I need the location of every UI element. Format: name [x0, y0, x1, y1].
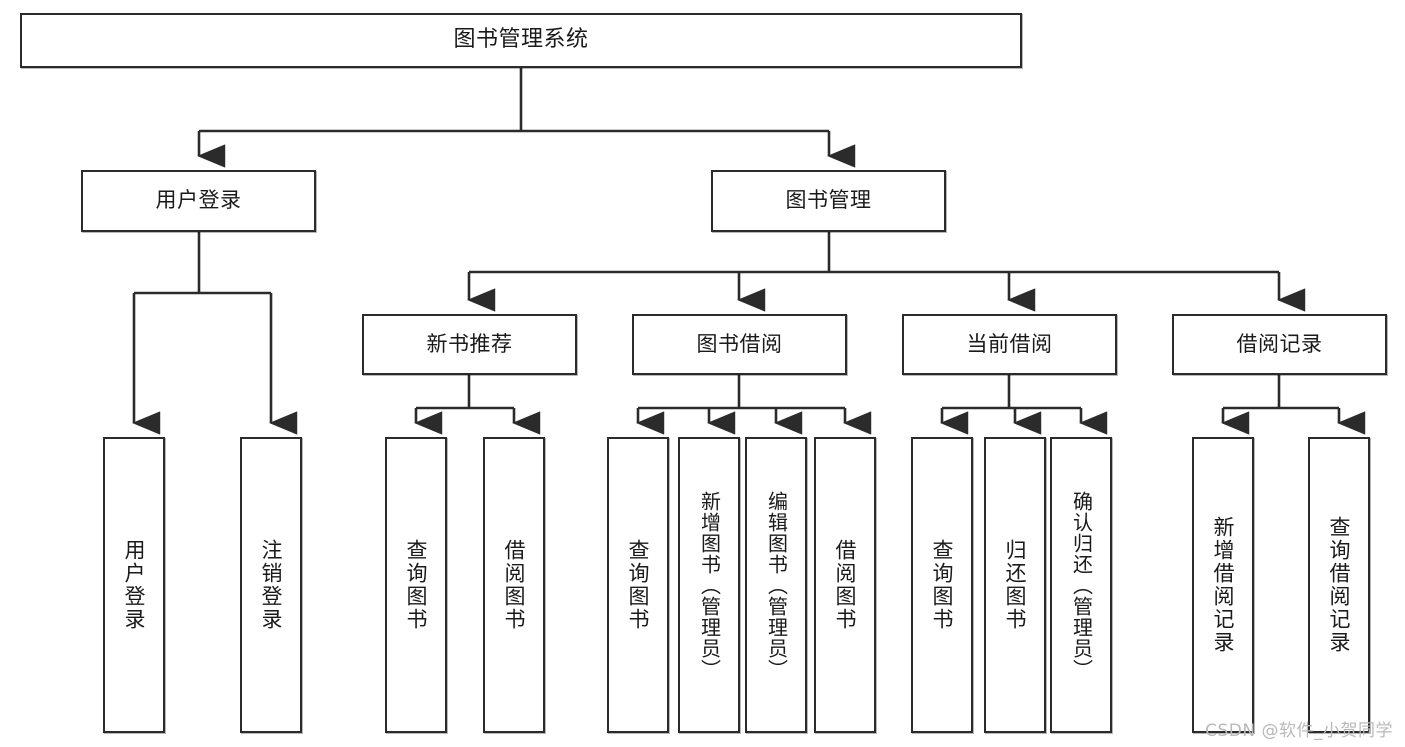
node-label: 借阅记录 — [1236, 331, 1323, 356]
node-level1-book-management[interactable]: 图书管理 — [711, 170, 946, 232]
node-label: 用户登录 — [122, 539, 147, 631]
node-label: 归还图书 — [1003, 539, 1028, 631]
leaf-node[interactable]: 用户登录 — [103, 437, 165, 733]
node-label: 查询图书 — [626, 539, 651, 631]
leaf-node[interactable]: 注销登录 — [240, 437, 302, 733]
node-label: 编辑图书（管理员） — [764, 490, 789, 680]
leaf-node[interactable]: 借阅图书 — [814, 437, 876, 733]
node-label: 借阅图书 — [833, 539, 858, 631]
leaf-node[interactable]: 查询图书 — [385, 437, 447, 733]
leaf-node[interactable]: 查询借阅记录 — [1308, 437, 1370, 733]
node-label: 查询图书 — [930, 539, 955, 631]
node-level2-borrow-record[interactable]: 借阅记录 — [1172, 314, 1387, 375]
node-label: 用户登录 — [155, 188, 242, 213]
node-level2-book-borrow[interactable]: 图书借阅 — [632, 314, 847, 375]
node-label: 查询借阅记录 — [1327, 516, 1352, 654]
csdn-watermark: CSDN @软件_小贺同学 — [1205, 721, 1393, 741]
node-label: 图书借阅 — [696, 331, 783, 356]
node-root[interactable]: 图书管理系统 — [20, 13, 1022, 68]
node-label: 借阅图书 — [502, 539, 527, 631]
leaf-node[interactable]: 新增图书（管理员） — [678, 437, 740, 733]
leaf-node[interactable]: 查询图书 — [911, 437, 973, 733]
leaf-node[interactable]: 借阅图书 — [483, 437, 545, 733]
node-level2-current-borrow[interactable]: 当前借阅 — [902, 314, 1117, 375]
node-label: 查询图书 — [404, 539, 429, 631]
leaf-node[interactable]: 查询图书 — [607, 437, 669, 733]
node-label: 当前借阅 — [966, 331, 1053, 356]
node-level2-new-book-recommend[interactable]: 新书推荐 — [362, 314, 577, 375]
node-label: 新书推荐 — [426, 331, 513, 356]
leaf-node[interactable]: 新增借阅记录 — [1192, 437, 1254, 733]
node-label: 图书管理 — [785, 188, 872, 213]
node-level1-user-login[interactable]: 用户登录 — [81, 170, 316, 232]
leaf-node[interactable]: 确认归还（管理员） — [1050, 437, 1112, 733]
node-label: 新增图书（管理员） — [697, 490, 722, 680]
node-label: 新增借阅记录 — [1211, 516, 1236, 654]
node-label: 确认归还（管理员） — [1069, 490, 1094, 680]
leaf-node[interactable]: 归还图书 — [984, 437, 1046, 733]
leaf-node[interactable]: 编辑图书（管理员） — [745, 437, 807, 733]
node-label: 图书管理系统 — [453, 27, 589, 53]
node-label: 注销登录 — [259, 539, 284, 631]
